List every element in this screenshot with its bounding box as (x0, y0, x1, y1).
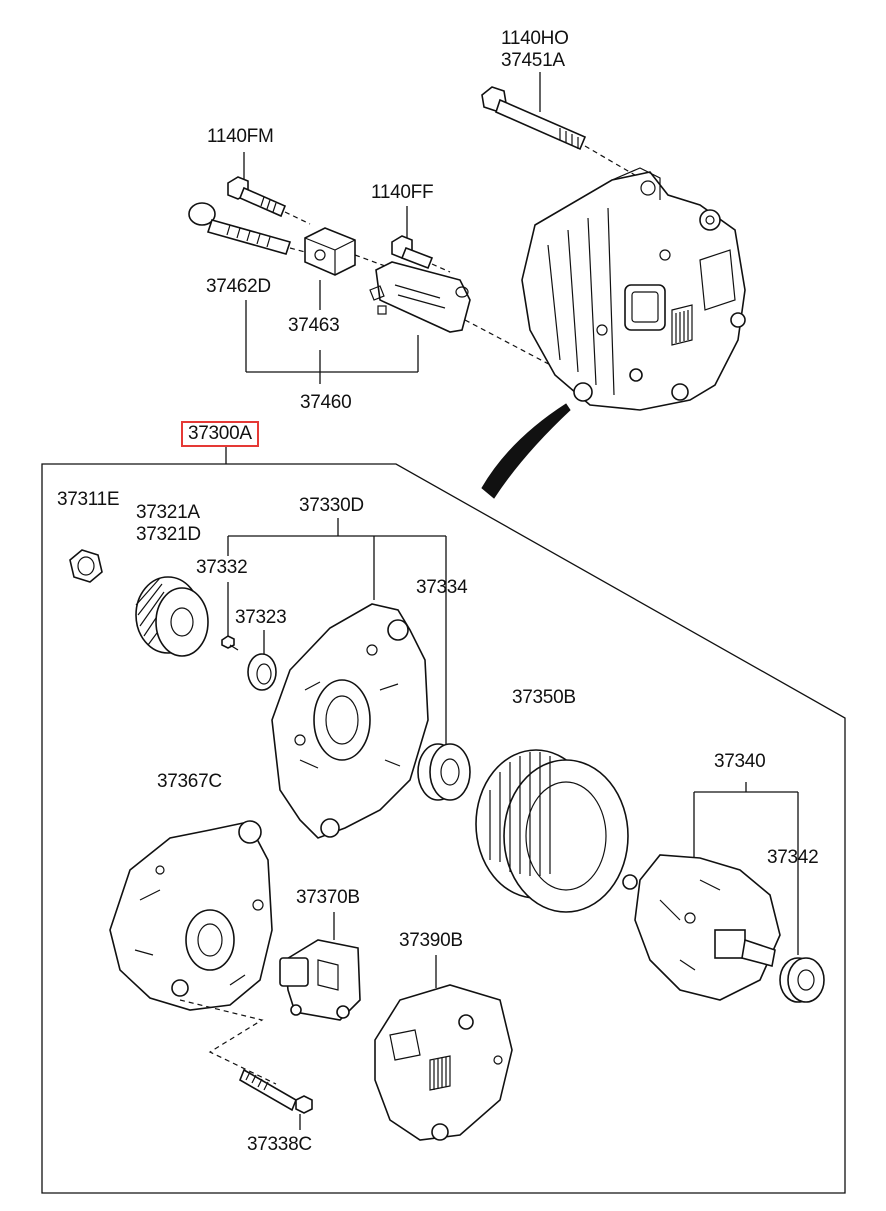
label-37350B: 37350B (512, 687, 576, 708)
bolt-1140FF (391, 206, 451, 273)
label-37342: 37342 (767, 847, 819, 868)
exploded-view-arrow (481, 403, 571, 499)
bearing-37334 (417, 743, 471, 801)
bearing-37323 (247, 630, 277, 691)
bearing-37342 (779, 957, 825, 1003)
label-37321D: 37321D (136, 524, 201, 545)
label-37463: 37463 (288, 315, 340, 336)
stator-37350B (475, 749, 629, 913)
regulator-37370B (279, 912, 361, 1021)
label-37300A-highlighted[interactable]: 37300A (181, 421, 259, 447)
label-37462D: 37462D (206, 276, 271, 297)
label-37321A: 37321A (136, 502, 200, 523)
label-37340: 37340 (714, 751, 766, 772)
label-37460: 37460 (300, 392, 352, 413)
alternator-assembly (521, 167, 746, 411)
label-1140FF: 1140FF (371, 182, 434, 203)
front-housing-37330D (271, 603, 429, 839)
rear-housing-37367C (109, 820, 277, 1085)
screw-37332 (221, 582, 239, 651)
label-1140HO: 1140HO (501, 28, 569, 49)
label-37367C: 37367C (157, 771, 222, 792)
label-37338C: 37338C (247, 1134, 312, 1155)
bolt-1140HO (481, 72, 641, 179)
rectifier-37340 (622, 854, 781, 1001)
assembly-boundary (41, 463, 846, 1194)
label-1140FM: 1140FM (207, 126, 274, 147)
bolt-37338C (238, 1068, 313, 1130)
label-37330D: 37330D (299, 495, 364, 516)
bolt-37462D (188, 202, 306, 372)
nut-37311E (69, 549, 103, 583)
label-37311E: 37311E (57, 489, 120, 510)
label-37390B: 37390B (399, 930, 463, 951)
bracket-37460 (369, 261, 561, 372)
rear-cover-37390B (374, 955, 513, 1141)
label-37334: 37334 (416, 577, 468, 598)
label-37332: 37332 (196, 557, 248, 578)
label-37370B: 37370B (296, 887, 360, 908)
pulley-37321A (135, 576, 209, 657)
label-37451A: 37451A (501, 50, 565, 71)
spacer-37463 (304, 227, 386, 310)
label-37323: 37323 (235, 607, 287, 628)
bolt-1140FM (227, 152, 311, 225)
